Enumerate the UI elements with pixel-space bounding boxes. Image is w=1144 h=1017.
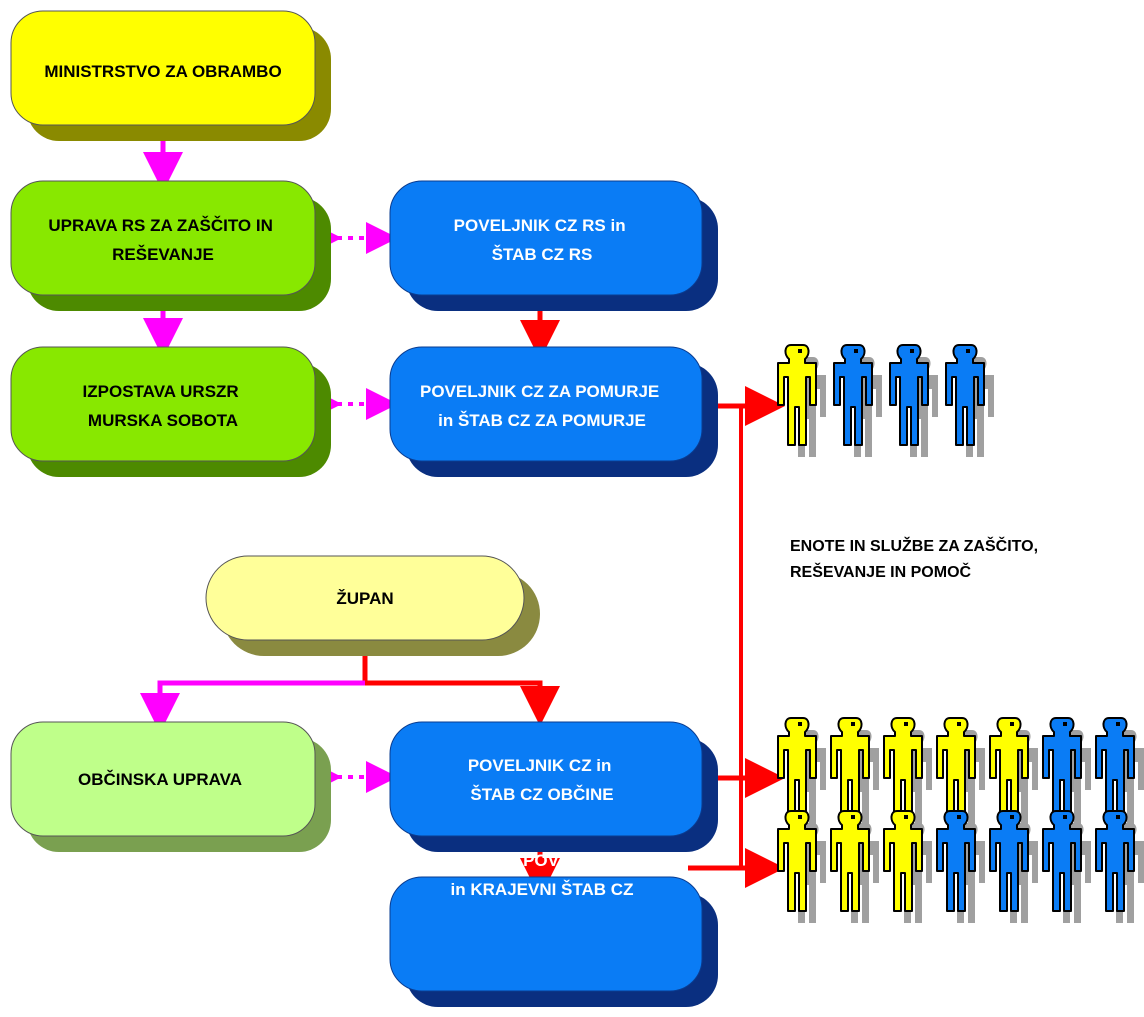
person-icon bbox=[889, 344, 938, 457]
svg-text:OBČINSKA UPRAVA: OBČINSKA UPRAVA bbox=[78, 770, 242, 789]
node-izpostava: IZPOSTAVA URSZR MURSKA SOBOTA bbox=[10, 346, 331, 477]
people-group-pomurje bbox=[777, 344, 994, 457]
poveljnik-rs-line-2: ŠTAB CZ RS bbox=[492, 245, 593, 264]
poveljnik-pomurje-line-1: POVELJNIK CZ ZA POMURJE bbox=[420, 382, 659, 401]
units-caption-line-2: REŠEVANJE IN POMOČ bbox=[790, 564, 972, 581]
person-icon bbox=[989, 717, 1038, 830]
zupan-label: ŽUPAN bbox=[336, 589, 393, 608]
svg-text:POVELJNIK CZ in ŠTAB CZ: POVELJNIK CZ in ŠTAB CZ OBČINE bbox=[468, 756, 616, 804]
krajevni-line-1: KRAJEVNI POVELJNIK CZ bbox=[432, 851, 646, 870]
node-zupan: ŽUPAN bbox=[205, 555, 540, 656]
uprava-rs-line-2: REŠEVANJE bbox=[112, 245, 214, 264]
svg-text:KRAJEVNI POVELJNIK CZ in: KRAJEVNI POVELJNIK CZ in KRAJEVNI ŠTAB C… bbox=[432, 851, 651, 899]
svg-text:IZPOSTAVA URSZR MURSKA S: IZPOSTAVA URSZR MURSKA SOBOTA bbox=[83, 382, 244, 430]
node-krajevni: KRAJEVNI POVELJNIK CZ in KRAJEVNI ŠTAB C… bbox=[389, 851, 718, 1007]
people-group-krajevni bbox=[777, 810, 1144, 923]
node-poveljnik-rs: POVELJNIK CZ RS in ŠTAB CZ RS bbox=[389, 180, 718, 311]
person-icon bbox=[883, 717, 932, 830]
person-icon bbox=[989, 810, 1038, 923]
node-obcinska-uprava: OBČINSKA UPRAVA bbox=[10, 721, 331, 852]
person-icon bbox=[1042, 810, 1091, 923]
person-icon bbox=[936, 717, 985, 830]
person-icon bbox=[777, 717, 826, 830]
person-icon bbox=[1095, 810, 1144, 923]
node-ministrstvo: MINISTRSTVO ZA OBRAMBO bbox=[10, 10, 331, 141]
krajevni-line-2: in KRAJEVNI ŠTAB CZ bbox=[451, 880, 634, 899]
person-icon bbox=[1095, 717, 1144, 830]
person-icon bbox=[830, 810, 879, 923]
izpostava-line-1: IZPOSTAVA URSZR bbox=[83, 382, 239, 401]
poveljnik-obcine-line-2: ŠTAB CZ OBČINE bbox=[470, 785, 613, 804]
units-caption-line-1: ENOTE IN SLUŽBE ZA ZAŠČITO, bbox=[790, 538, 1039, 555]
zupan-to-obcinska bbox=[140, 680, 365, 733]
svg-text:MINISTRSTVO ZA OBRAMBO: MINISTRSTVO ZA OBRAMBO bbox=[44, 62, 281, 81]
izpostava-line-2: MURSKA SOBOTA bbox=[88, 411, 238, 430]
zupan-stem bbox=[362, 648, 560, 726]
person-icon bbox=[830, 717, 879, 830]
uprava-rs-line-1: UPRAVA RS ZA ZAŠČITO IN bbox=[48, 216, 272, 235]
obcinska-uprava-label: OBČINSKA UPRAVA bbox=[78, 770, 242, 789]
svg-text:POVELJNIK CZ RS in ŠTAB: POVELJNIK CZ RS in ŠTAB CZ RS bbox=[454, 216, 631, 264]
person-icon bbox=[777, 810, 826, 923]
units-caption: ENOTE IN SLUŽBE ZA ZAŠČITO, REŠEVANJE IN… bbox=[790, 534, 1140, 586]
ministrstvo-line-1: MINISTRSTVO ZA OBRAMBO bbox=[44, 62, 281, 81]
people-group-obcina bbox=[777, 717, 1144, 830]
person-icon bbox=[945, 344, 994, 457]
poveljnik-pomurje-line-2: in ŠTAB CZ ZA POMURJE bbox=[438, 411, 646, 430]
poveljnik-obcine-line-1: POVELJNIK CZ in bbox=[468, 756, 612, 775]
person-icon bbox=[1042, 717, 1091, 830]
person-icon bbox=[833, 344, 882, 457]
svg-text:POVELJNIK CZ ZA POMURJE: POVELJNIK CZ ZA POMURJE in ŠTAB CZ ZA PO… bbox=[420, 382, 664, 430]
person-icon bbox=[883, 810, 932, 923]
node-poveljnik-pomurje: POVELJNIK CZ ZA POMURJE in ŠTAB CZ ZA PO… bbox=[389, 346, 718, 477]
node-poveljnik-obcine: POVELJNIK CZ in ŠTAB CZ OBČINE bbox=[389, 721, 718, 852]
poveljnik-rs-line-1: POVELJNIK CZ RS in bbox=[454, 216, 626, 235]
person-icon bbox=[936, 810, 985, 923]
svg-text:UPRAVA RS ZA ZAŠČITO IN: UPRAVA RS ZA ZAŠČITO IN REŠEVANJE bbox=[48, 216, 277, 264]
svg-text:ŽUPAN: ŽUPAN bbox=[336, 589, 393, 608]
person-icon bbox=[777, 344, 826, 457]
node-uprava-rs: UPRAVA RS ZA ZAŠČITO IN REŠEVANJE bbox=[10, 180, 331, 311]
